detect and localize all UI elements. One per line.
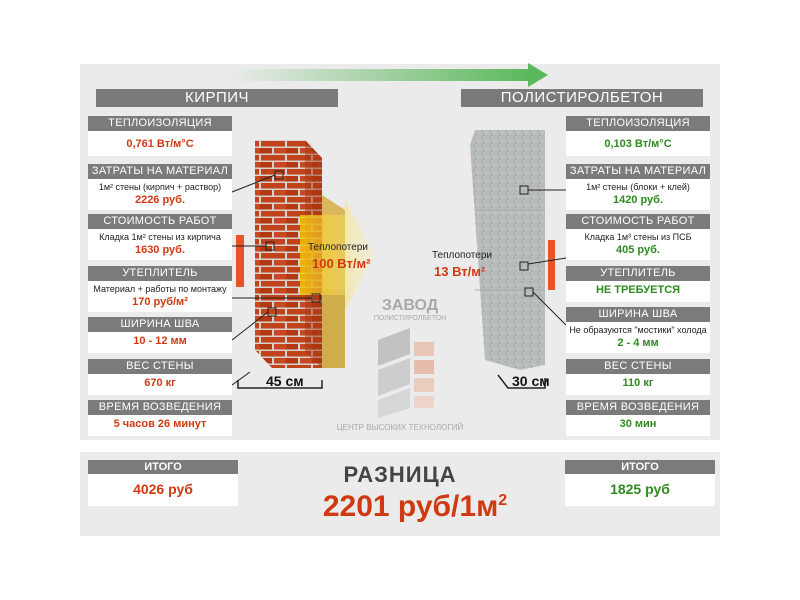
brick-heat-loss-value: 100 Вт/м²	[312, 256, 371, 271]
brick-time-card: ВРЕМЯ ВОЗВЕДЕНИЯ 5 часов 26 минут	[88, 400, 232, 436]
logo-bottom-text: ЦЕНТР ВЫСОКИХ ТЕХНОЛОГИЙ	[336, 423, 464, 432]
logo-title: ЗАВОД	[381, 297, 439, 314]
ps-weight-card: ВЕС СТЕНЫ 110 кг	[566, 359, 710, 395]
logo-mark	[378, 328, 434, 418]
ps-callouts	[519, 185, 567, 326]
brick-thickness-label: 45 см	[266, 373, 304, 389]
brick-seam-marker	[236, 235, 244, 287]
ps-total-card: ИТОГО 1825 руб	[565, 460, 715, 506]
polystyrene-header: ПОЛИСТИРОЛБЕТОН	[461, 89, 703, 107]
difference-value: 2201 руб/1м2	[322, 490, 508, 523]
ps-heat-loss-label: Теплопотери	[432, 250, 492, 261]
direction-arrow	[230, 63, 548, 87]
heat-loss-arrow	[300, 200, 375, 310]
brick-heat-loss-label: Теплопотери	[308, 242, 368, 253]
thickness-markers	[237, 374, 546, 389]
walls-diagram	[230, 63, 567, 418]
ps-seam-marker	[548, 240, 555, 290]
brick-work-card: СТОИМОСТЬ РАБОТ Кладка 1м² стены из кирп…	[88, 214, 232, 260]
brick-thermal-card: ТЕПЛОИЗОЛЯЦИЯ 0,761 Вт/м°С	[88, 116, 232, 156]
ps-thickness-label: 30 см	[512, 373, 550, 389]
difference-title: РАЗНИЦА	[343, 462, 457, 487]
ps-thermal-card: ТЕПЛОИЗОЛЯЦИЯ 0,103 Вт/м°С	[566, 116, 710, 156]
ps-time-card: ВРЕМЯ ВОЗВЕДЕНИЯ 30 мин	[566, 400, 710, 436]
brick-material-card: ЗАТРАТЫ НА МАТЕРИАЛ 1м² стены (кирпич + …	[88, 164, 232, 210]
ps-seam-card: ШИРИНА ШВА Не образуются "мостики" холод…	[566, 307, 710, 353]
logo-subtitle: ПОЛИСТИРОЛБЕТОН	[373, 315, 447, 322]
brick-callouts	[231, 170, 321, 386]
ps-material-card: ЗАТРАТЫ НА МАТЕРИАЛ 1м² стены (блоки + к…	[566, 164, 710, 210]
brick-weight-card: ВЕС СТЕНЫ 670 кг	[88, 359, 232, 395]
brick-seam-card: ШИРИНА ШВА 10 - 12 мм	[88, 317, 232, 353]
brick-header: КИРПИЧ	[96, 89, 338, 107]
brick-total-card: ИТОГО 4026 руб	[88, 460, 238, 506]
ps-insulation-card: УТЕПЛИТЕЛЬ НЕ ТРЕБУЕТСЯ	[566, 266, 710, 302]
ps-heat-loss-value: 13 Вт/м²	[434, 264, 486, 279]
